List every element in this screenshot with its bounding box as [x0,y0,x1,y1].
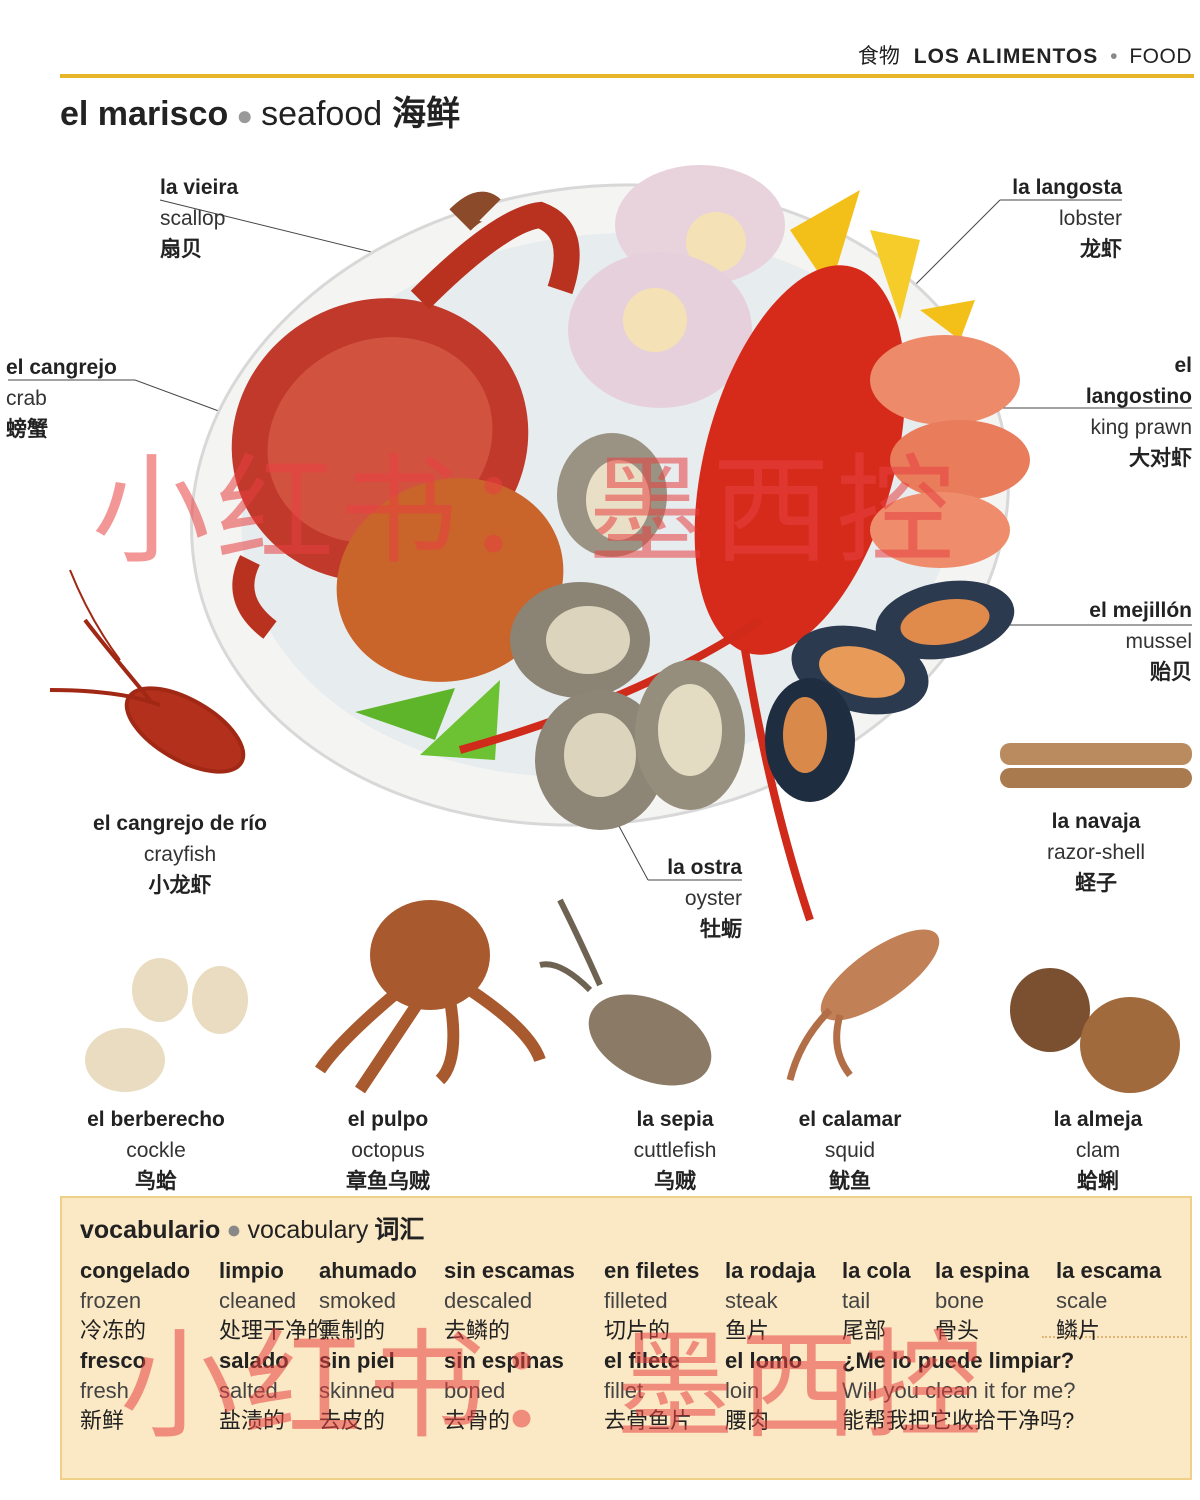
mussels [765,580,1015,802]
label-squid: el calamar squid 鱿鱼 [798,1108,902,1193]
header-en: FOOD [1129,45,1192,68]
separator-dot: ● [236,100,254,131]
title-es: el marisco [60,95,229,133]
label-razor-shell: la navaja razor-shell 蛏子 [1046,810,1146,895]
octopus [315,900,546,1094]
cockles [85,958,248,1092]
squid [786,929,940,1081]
lemon-wedges [790,190,975,340]
watermark: 小红书：墨西控 [92,442,961,580]
cuttlefish [539,898,712,1086]
label-octopus: el pulpo octopus 章鱼乌贼 [346,1108,430,1193]
separator-dot: ● [226,1216,242,1244]
dotted-divider [1042,1336,1187,1338]
crayfish [49,569,246,774]
watermark: 小红书：墨西控 [120,1317,989,1455]
label-scallop: la vieira scallop 扇贝 [160,176,239,261]
vocab-item: ¿Me lo puede limpiar?Will you clean it f… [842,1348,1076,1433]
header-rule [60,74,1194,78]
separator-dot: • [1110,45,1118,68]
title-en: seafood [261,95,383,133]
section-header: 食物 LOS ALIMENTOS • FOOD [858,40,1192,70]
seafood-illustration [8,165,1192,1094]
label-cuttlefish: la sepia cuttlefish 乌贼 [633,1108,717,1193]
label-oyster: la ostra oyster 牡蛎 [667,856,742,941]
label-clam: la almeja clam 蛤蜊 [1053,1108,1143,1193]
oysters [510,433,745,830]
label-crab: el cangrejo crab 螃蟹 [6,356,117,441]
clams [1010,968,1180,1093]
razor-shell [1000,743,1192,788]
prawns [870,335,1030,568]
leader-lines [8,199,1192,881]
label-mussel: el mejillón mussel 贻贝 [1089,599,1192,684]
slipper-lobster [336,478,564,682]
scallops [568,165,785,408]
lobster [458,265,906,922]
header-es: LOS ALIMENTOS [913,45,1099,68]
label-cockle: el berberecho cockle 鸟蛤 [87,1108,225,1193]
label-king-prawn: el langostino king prawn 大对虾 [1085,354,1192,470]
header-zh: 食物 [857,45,900,68]
title-zh: 海鲜 [392,95,461,133]
label-crayfish: el cangrejo de río crayfish 小龙虾 [93,812,267,897]
label-lobster: la langosta lobster 龙虾 [1012,176,1122,261]
lime-wedges [355,680,500,760]
